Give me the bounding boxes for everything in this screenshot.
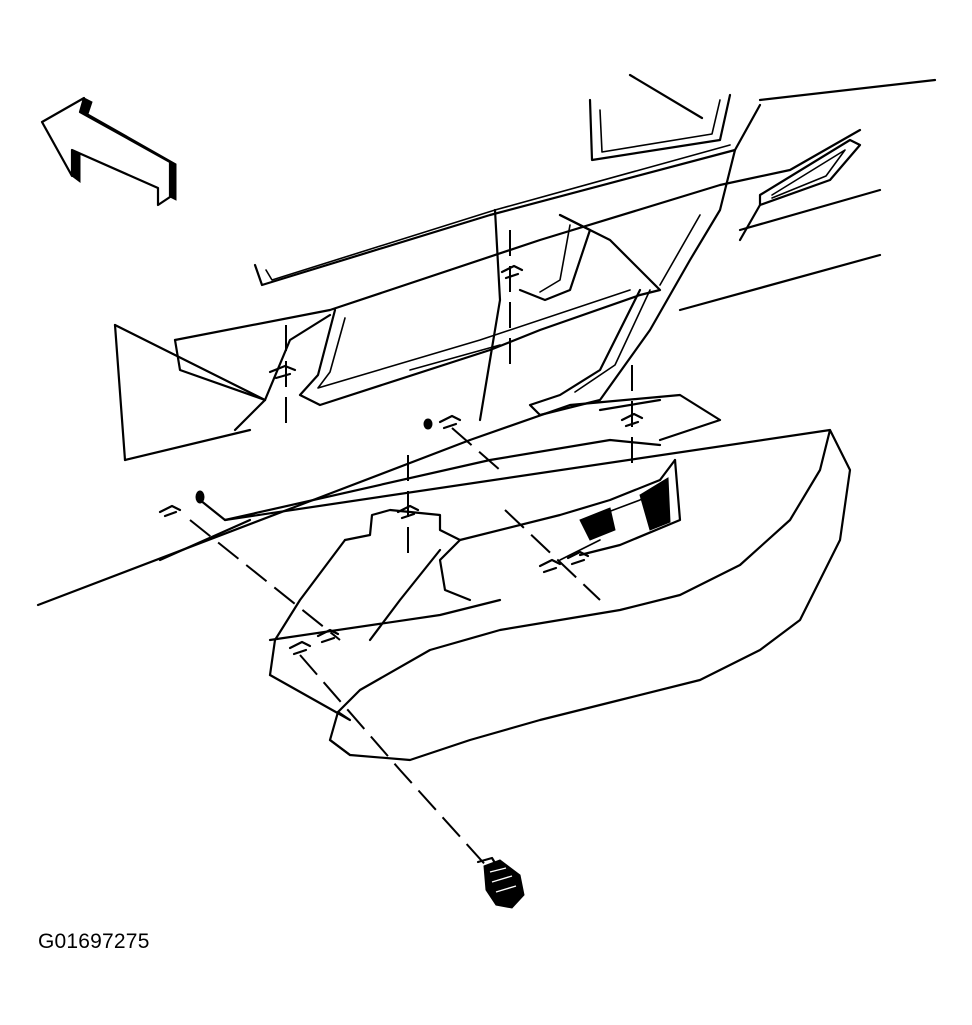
glove-box-opening [298,148,737,422]
figure-id-label: G01697275 [38,930,150,953]
glove-box-compartment [198,428,852,762]
instrument-panel-left [36,313,722,607]
front-arrow-icon [40,96,177,207]
instrument-panel-upper [158,73,937,562]
alignment-lines [189,230,633,871]
screw-icon [476,856,525,909]
retainer-clips [158,264,644,656]
